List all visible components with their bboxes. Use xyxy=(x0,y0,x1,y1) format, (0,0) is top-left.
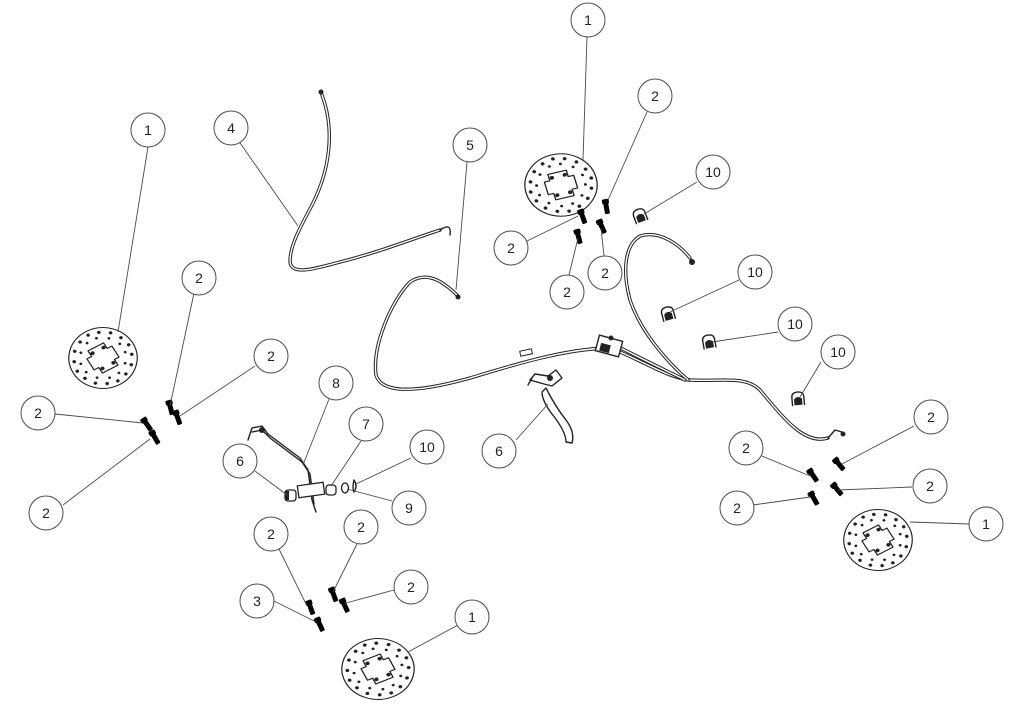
cable-clip-a xyxy=(631,206,649,225)
svg-text:2: 2 xyxy=(601,265,609,281)
svg-text:2: 2 xyxy=(357,519,365,535)
callout-10: 10 xyxy=(737,254,773,290)
svg-text:1: 1 xyxy=(144,122,152,138)
callout-1: 1 xyxy=(968,506,1004,542)
callout-3: 4 xyxy=(213,110,249,146)
svg-text:6: 6 xyxy=(236,453,244,469)
brake-cable-3 xyxy=(288,89,451,272)
bushing-right xyxy=(325,484,337,496)
brake-disc-top xyxy=(517,147,605,223)
svg-text:2: 2 xyxy=(195,270,203,286)
brake-disc-right xyxy=(831,498,924,581)
callout-2: 2 xyxy=(587,255,623,291)
svg-text:6: 6 xyxy=(495,443,503,459)
svg-text:10: 10 xyxy=(787,316,803,332)
callout-2: 2 xyxy=(253,516,289,552)
bolt-n xyxy=(338,597,351,614)
callout-10: 10 xyxy=(820,334,856,370)
brake-pedal-rod xyxy=(247,425,326,513)
brake-disc-bottom xyxy=(330,629,426,710)
cable-junction-block xyxy=(594,334,624,358)
callout-5: 6 xyxy=(481,433,517,469)
cable-clip-b xyxy=(659,304,677,323)
bolt-f xyxy=(171,409,184,426)
callout-8: 9 xyxy=(391,490,427,526)
svg-text:7: 7 xyxy=(362,416,370,432)
svg-text:2: 2 xyxy=(563,284,571,300)
callout-4: 5 xyxy=(452,127,488,163)
svg-text:2: 2 xyxy=(733,500,741,516)
callout-2: 2 xyxy=(253,338,289,374)
svg-text:2: 2 xyxy=(34,405,42,421)
svg-text:8: 8 xyxy=(332,375,340,391)
callout-2: 2 xyxy=(343,509,379,545)
bolt-m xyxy=(327,586,340,603)
bolt-p xyxy=(313,616,326,633)
cotter-pin xyxy=(352,479,357,493)
bushing-left xyxy=(284,489,297,502)
callout-2: 2 xyxy=(913,399,949,435)
svg-text:1: 1 xyxy=(468,609,476,625)
brake-lever xyxy=(527,369,574,444)
svg-text:10: 10 xyxy=(747,264,763,280)
callout-2: 2 xyxy=(393,569,429,605)
bolt-j xyxy=(831,456,847,473)
callout-2: 2 xyxy=(28,495,64,531)
callout-2: 2 xyxy=(728,430,764,466)
callout-2: 2 xyxy=(637,78,673,114)
svg-text:2: 2 xyxy=(742,440,750,456)
bolt-o xyxy=(304,599,317,616)
callout-1: 1 xyxy=(454,599,490,635)
brake-disc-left xyxy=(56,316,149,399)
svg-text:3: 3 xyxy=(253,593,261,609)
svg-text:9: 9 xyxy=(405,500,413,516)
callout-1: 1 xyxy=(130,112,166,148)
callout-7: 8 xyxy=(318,365,354,401)
bolt-k xyxy=(829,481,845,498)
washer xyxy=(340,482,350,494)
callout-2: 2 xyxy=(20,395,56,431)
callout-2: 2 xyxy=(719,490,755,526)
callout-2: 2 xyxy=(493,230,529,266)
callout-6: 6 xyxy=(222,443,258,479)
svg-text:2: 2 xyxy=(267,348,275,364)
svg-text:5: 5 xyxy=(466,137,474,153)
callout-2: 2 xyxy=(549,274,585,310)
callout-6: 7 xyxy=(348,406,384,442)
brake-cable-4-harness xyxy=(373,232,846,441)
svg-text:2: 2 xyxy=(927,409,935,425)
svg-text:2: 2 xyxy=(267,526,275,542)
callout-10: 10 xyxy=(695,154,731,190)
callout-2: 3 xyxy=(239,583,275,619)
callout-2: 2 xyxy=(912,468,948,504)
svg-text:10: 10 xyxy=(830,344,846,360)
callout-2: 2 xyxy=(181,260,217,296)
bolt-b xyxy=(576,208,589,225)
callout-1: 1 xyxy=(570,2,606,38)
svg-text:2: 2 xyxy=(507,240,515,256)
svg-text:1: 1 xyxy=(584,12,592,28)
svg-text:1: 1 xyxy=(982,516,990,532)
bolt-l xyxy=(806,490,821,507)
bolt-a xyxy=(601,198,612,215)
svg-text:10: 10 xyxy=(705,164,721,180)
bolt-c xyxy=(573,228,584,245)
svg-text:2: 2 xyxy=(651,88,659,104)
leader-lines xyxy=(54,36,970,653)
svg-text:2: 2 xyxy=(42,505,50,521)
svg-text:4: 4 xyxy=(227,120,235,136)
bolt-g xyxy=(139,416,155,433)
bolt-h xyxy=(147,429,162,446)
callout-10: 10 xyxy=(777,306,813,342)
svg-text:10: 10 xyxy=(419,439,435,455)
svg-text:2: 2 xyxy=(926,478,934,494)
callout-9: 10 xyxy=(409,429,445,465)
svg-text:2: 2 xyxy=(407,579,415,595)
